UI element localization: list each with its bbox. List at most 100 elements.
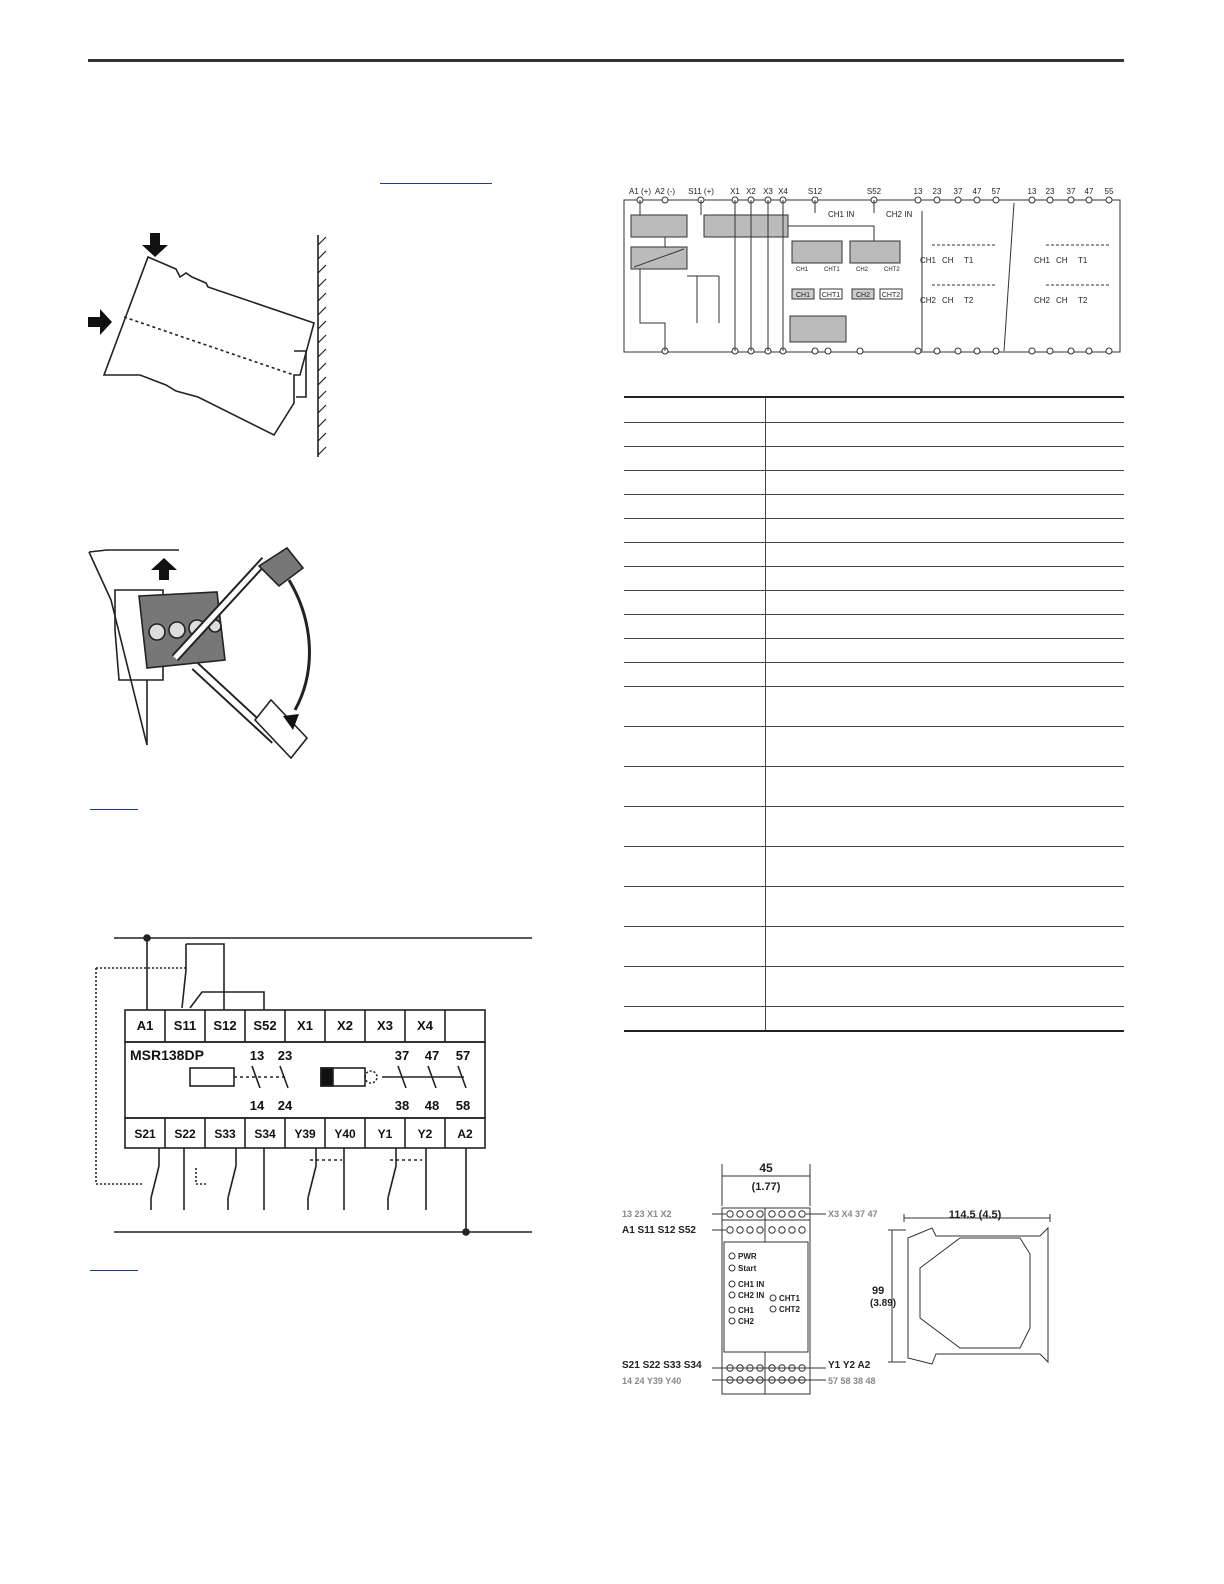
led-label: CH1 IN [738,1280,764,1289]
contact-label: CH1 [1034,256,1051,265]
contact-label: CH [1056,256,1068,265]
terminal-label-a1: A1 [137,1018,154,1033]
table-row [624,542,1124,567]
table-row [624,846,1124,887]
contact-top-23: 23 [278,1048,292,1063]
terminal-row-label: A1 S11 S12 S52 [622,1225,696,1236]
terminal-top-label: S12 [808,187,823,196]
terminal-top-label: 47 [1085,187,1094,196]
table-row [624,590,1124,615]
terminal-label-s22: S22 [174,1127,196,1141]
terminal-top-label: 37 [954,187,963,196]
header-rule [88,59,1124,62]
terminal-row-label: Y1 Y2 A2 [828,1360,871,1371]
terminal-top-label: S52 [867,187,882,196]
contact-bottom-14: 14 [250,1098,265,1113]
terminal-top-label: A2 (-) [655,187,675,196]
table-row [624,518,1124,543]
terminal-top-label: 23 [1046,187,1055,196]
led-label: CH1 [738,1306,755,1315]
led-label: CH2 [738,1317,755,1326]
table-row [624,806,1124,847]
terminal-top-label: 57 [992,187,1001,196]
figure-link-1[interactable] [90,809,138,810]
width-label: 45 [759,1161,773,1175]
terminal-label-s34: S34 [254,1127,276,1141]
contact-label: T1 [1078,256,1088,265]
terminal-removal-illustration [88,546,311,760]
contact-top-47: 47 [425,1048,439,1063]
terminal-top-label: X2 [746,187,756,196]
terminal-top-label: X1 [730,187,740,196]
terminal-top-label: 13 [1028,187,1037,196]
status-label: CH1 [796,292,810,299]
contact-label: T2 [964,296,974,305]
terminal-top-label: 55 [1105,187,1114,196]
terminal-label-s11: S11 [174,1018,196,1033]
led-small-label: CH1 [796,267,809,273]
contact-label: T1 [964,256,974,265]
width-in-label: (1.77) [752,1181,781,1193]
terminal-top-label: X3 [763,187,773,196]
contact-top-37: 37 [395,1048,409,1063]
terminal-label-y39: Y39 [294,1127,316,1141]
table-row [624,494,1124,519]
table-row [624,726,1124,767]
terminal-label-s33: S33 [214,1127,236,1141]
terminal-row-label: 57 58 38 48 [828,1376,876,1386]
figure-link-2[interactable] [90,1270,138,1271]
status-label: CHT2 [882,292,900,299]
terminal-label-s21: S21 [134,1127,156,1141]
led-small-label: CH2 [856,267,869,273]
terminal-description-table [624,396,1124,1032]
status-label: CH2 [856,292,870,299]
table-row [624,1006,1124,1032]
table-row [624,686,1124,727]
table-row [624,470,1124,495]
terminal-row-label: 14 24 Y39 Y40 [622,1376,681,1386]
table-row [624,614,1124,639]
terminal-row-label: X3 X4 37 47 [828,1209,878,1219]
terminal-label-s52: S52 [253,1018,276,1033]
contact-bottom-48: 48 [425,1098,439,1113]
table-row [624,966,1124,1007]
terminal-label-y2: Y2 [418,1127,433,1141]
table-row [624,638,1124,663]
status-label: CHT1 [822,292,840,299]
terminal-top-label: X4 [778,187,788,196]
table-row [624,566,1124,591]
contact-label: CH [1056,296,1068,305]
contact-top-57: 57 [456,1048,470,1063]
contact-label: T2 [1078,296,1088,305]
terminal-top-label: 47 [973,187,982,196]
terminal-label-a2: A2 [457,1127,473,1141]
led-label: CHT2 [779,1305,800,1314]
table-row [624,446,1124,471]
led-label: Start [738,1264,757,1273]
table-row [624,422,1124,447]
led-label: CHT1 [779,1294,800,1303]
contact-label: CH2 [1034,296,1051,305]
contact-bottom-24: 24 [278,1098,293,1113]
led-label: CH1 IN [828,210,854,219]
contact-bottom-38: 38 [395,1098,409,1113]
table-row [624,886,1124,927]
terminal-label-y40: Y40 [334,1127,356,1141]
led-small-label: CHT1 [824,267,840,273]
table-row [624,396,1124,423]
terminal-label-s12: S12 [213,1018,236,1033]
cross-reference-link[interactable] [380,183,492,184]
terminal-top-label: 13 [914,187,923,196]
terminal-row-label: 13 23 X1 X2 [622,1209,672,1219]
contact-label: CH2 [920,296,937,305]
terminal-label-x1: X1 [297,1018,313,1033]
model-label: MSR138DP [130,1047,204,1063]
table-row [624,766,1124,807]
terminal-top-label: 37 [1067,187,1076,196]
terminal-top-label: 23 [933,187,942,196]
din-rail-mounting-illustration [88,233,327,457]
led-small-label: CHT2 [884,267,900,273]
terminal-label-y1: Y1 [378,1127,393,1141]
